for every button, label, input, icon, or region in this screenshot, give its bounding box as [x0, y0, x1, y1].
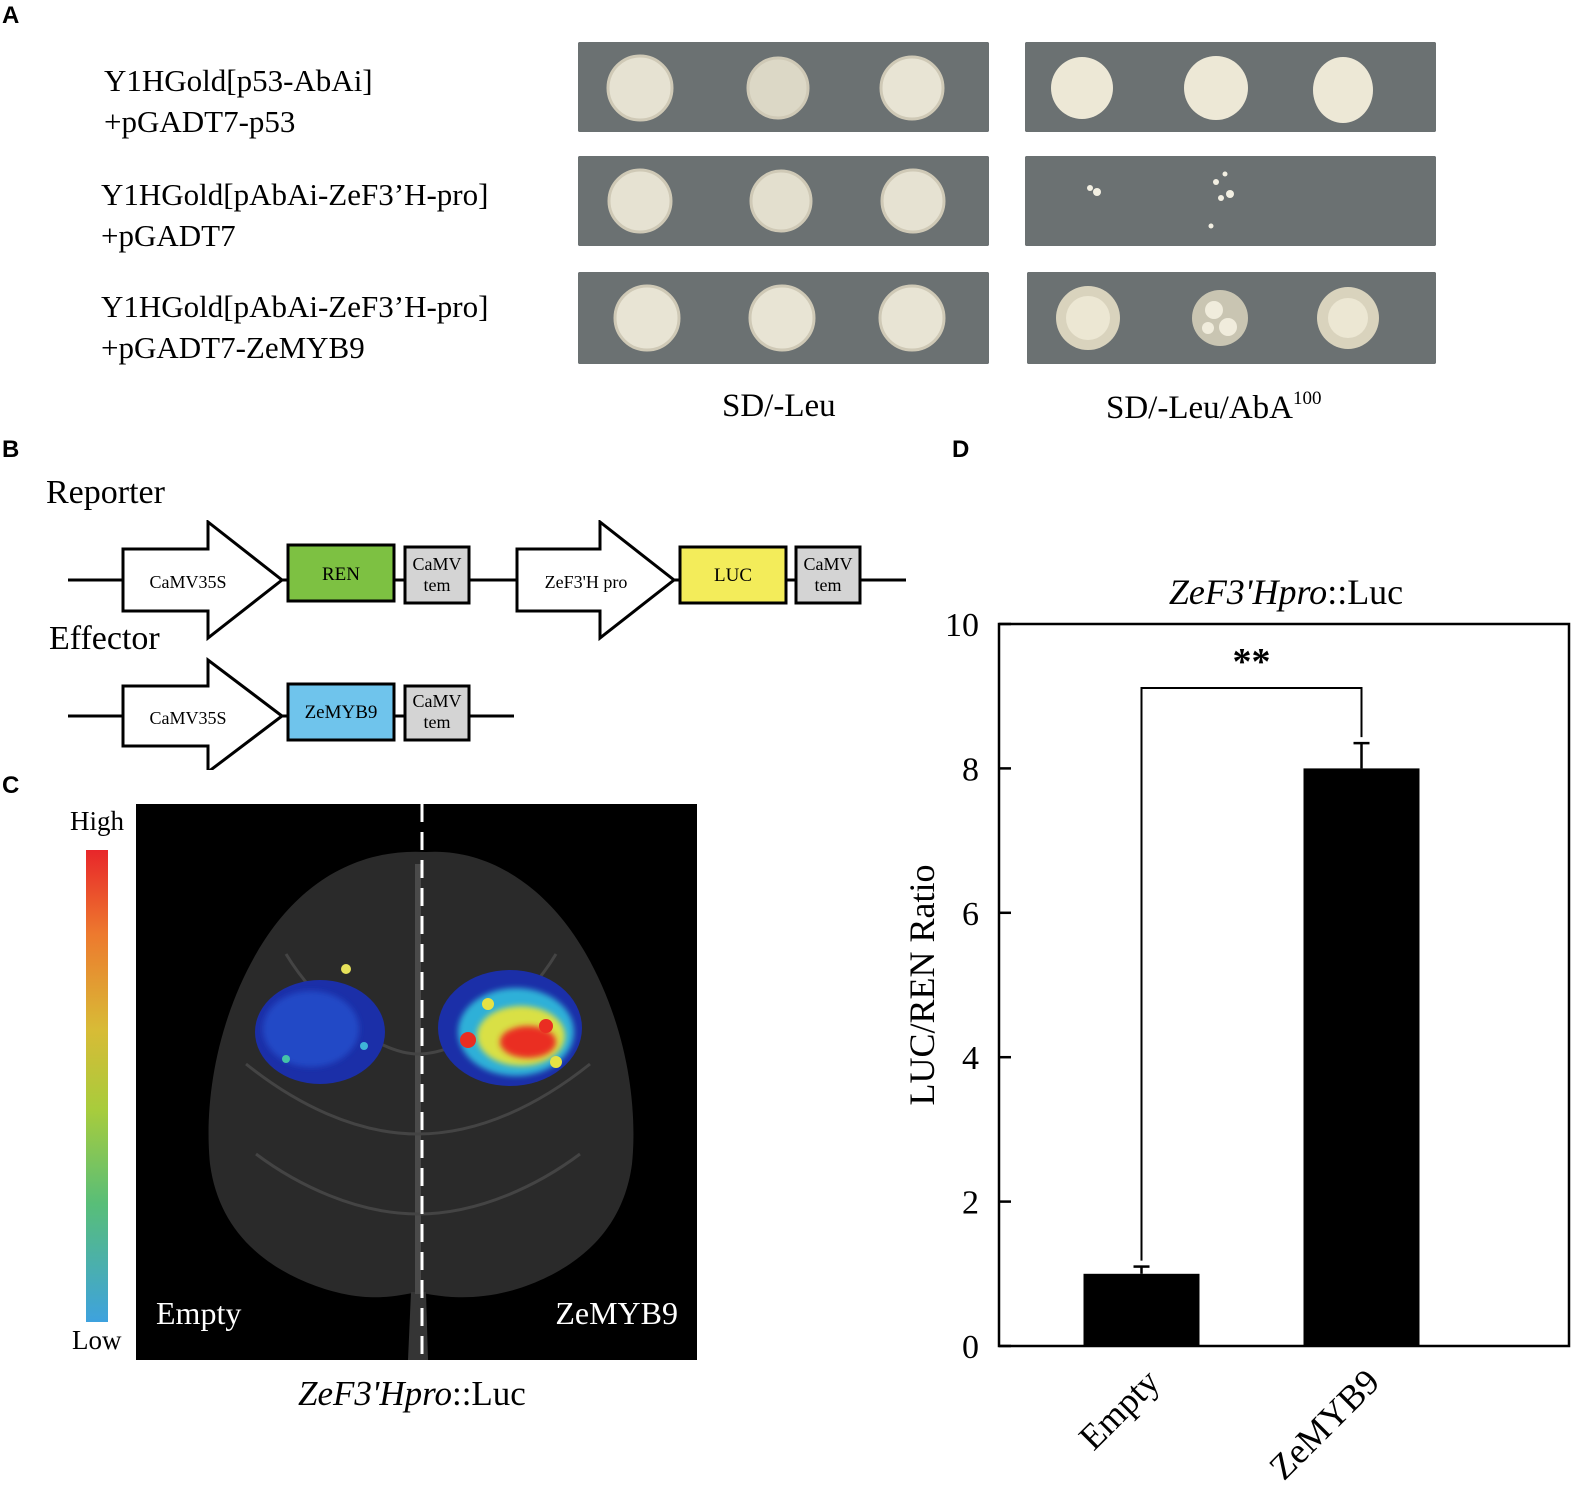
terminator-2-line1: CaMV [804, 554, 853, 574]
construct-diagram: CaMV35S REN CaMV tem ZeF3'H pro LUC CaMV… [68, 520, 906, 770]
zef3h-promoter-arrow [515, 520, 677, 642]
bar-empty [1083, 1273, 1200, 1346]
panel-letter-d: D [952, 436, 970, 463]
plot-frame [997, 622, 1571, 1348]
luminescence-color-scale [86, 850, 108, 1322]
y-tick-label-4: 4 [962, 1040, 979, 1077]
leaf-caption: ZeF3'Hpro::Luc [298, 1374, 526, 1413]
terminator-3-line1: CaMV [413, 691, 462, 711]
media-label-sd-leu-aba: SD/-Leu/AbA100 [1106, 388, 1322, 426]
luc-ren-bar-chart: ZeF3'Hpro::Luc 0 2 4 6 8 10 Empty ZeMYB9 ** LUC… [902, 572, 1571, 1487]
y-tick-label-6: 6 [962, 896, 979, 933]
terminator-1-line2: tem [424, 575, 451, 595]
strain-label-2: Y1HGold[pAbAi-ZeF3’H-pro] +pGADT7 [101, 177, 489, 253]
luc-box [678, 545, 788, 605]
plate-aba-row3 [1027, 272, 1436, 364]
zemyb9-box-label: ZeMYB9 [305, 702, 378, 723]
plate-sd-leu-row1 [578, 42, 989, 132]
strain-label-3: Y1HGold[pAbAi-ZeF3’H-pro] +pGADT7-ZeMYB9 [101, 289, 489, 365]
ren-label: REN [322, 564, 360, 585]
significance-bracket [1140, 687, 1363, 1261]
x-tick-label-empty: Empty [1071, 1361, 1167, 1457]
terminator-1-line1: CaMV [413, 554, 462, 574]
media-label-sd-leu: SD/-Leu [722, 388, 836, 424]
y-tick-label-0: 0 [962, 1329, 979, 1366]
leaf-luminescence-image: Empty ZeMYB9 [136, 804, 697, 1360]
camv35s-label-reporter: CaMV35S [149, 572, 226, 592]
zemyb9-box [286, 682, 396, 742]
panel-a: Y1HGold[p53-AbAi] +pGADT7-p53 Y1HGold[pA… [0, 0, 1582, 430]
terminator-box-1 [403, 545, 471, 605]
significance-label: ** [1233, 641, 1271, 683]
terminator-2-line2: tem [815, 575, 842, 595]
strain-label-1: Y1HGold[p53-AbAi] +pGADT7-p53 [104, 63, 373, 139]
x-tick-label-zemyb9: ZeMYB9 [1261, 1361, 1387, 1487]
leaf-label-empty: Empty [156, 1295, 241, 1331]
panel-letter-b: B [2, 436, 20, 463]
plate-sd-leu-row2 [578, 156, 989, 246]
y-axis-label: LUC/REN Ratio [902, 865, 942, 1106]
leaf-label-zemyb9: ZeMYB9 [555, 1295, 678, 1331]
camv35s-promoter-arrow-reporter [121, 520, 285, 642]
y-tick-label-8: 8 [962, 751, 979, 788]
terminator-box-3 [403, 684, 471, 742]
luc-label: LUC [714, 565, 752, 586]
effector-label: Effector [49, 620, 160, 657]
panel-letter-c: C [2, 772, 20, 799]
zef3h-pro-label: ZeF3'H pro [545, 572, 628, 592]
chart-axes: 0 2 4 6 8 10 [945, 607, 1571, 1366]
ren-box [286, 543, 396, 603]
chart-bars: Empty ZeMYB9 ** [1071, 641, 1420, 1487]
terminator-3-line2: tem [424, 712, 451, 732]
scale-low-label: Low [72, 1325, 122, 1355]
y-tick-label-2: 2 [962, 1185, 979, 1222]
chart-title: ZeF3'Hpro::Luc [1169, 572, 1403, 612]
terminator-box-2 [794, 545, 862, 605]
camv35s-label-effector: CaMV35S [149, 708, 226, 728]
plate-aba-row1 [1025, 42, 1436, 132]
reporter-label: Reporter [46, 474, 165, 511]
scale-high-label: High [70, 806, 124, 836]
panel-letter-a: A [2, 2, 20, 29]
y-tick-label-10: 10 [945, 607, 979, 644]
plate-aba-row2 [1025, 156, 1436, 246]
bar-zemyb9 [1303, 768, 1420, 1346]
plate-sd-leu-row3 [578, 272, 989, 364]
camv35s-promoter-arrow-effector [121, 656, 285, 770]
